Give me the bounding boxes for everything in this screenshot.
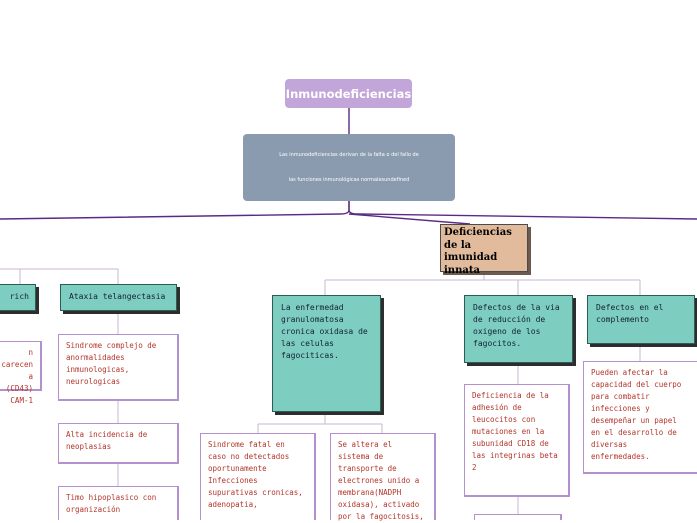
ataxia-leaf-2-text: Alta incidencia de neoplasias <box>66 430 148 451</box>
description-node[interactable]: Las inmunodeficiencias derivan de la fal… <box>243 134 455 201</box>
reduccion-leaf-2[interactable] <box>474 514 562 520</box>
ataxia-leaf-1-text: Sindrome complejo de anormalidades inmun… <box>66 341 157 386</box>
granulomatosa-leaf-1-text: Sindrome fatal en caso no detectados opo… <box>208 440 303 509</box>
reduccion-node[interactable]: Defectos de la via de reducción de oxige… <box>464 295 573 363</box>
granulomatosa-leaf-1[interactable]: Sindrome fatal en caso no detectados opo… <box>200 433 316 520</box>
granulomatosa-leaf-2-text: Se altera el sistema de transporte de el… <box>338 440 424 521</box>
left-partial-text: n carecen a (CD43) CAM-1 <box>1 348 33 405</box>
reduccion-leaf-1[interactable]: Deficiencia de la adhesión de leucocitos… <box>464 384 570 497</box>
granulomatosa-leaf-2[interactable]: Se altera el sistema de transporte de el… <box>330 433 436 521</box>
ataxia-leaf-2[interactable]: Alta incidencia de neoplasias <box>58 423 179 464</box>
granulomatosa-label: La enfermedad granulomatosa cronica oxid… <box>281 303 368 360</box>
innate-immunity-title: Deficiencias de la imunidad innata <box>444 227 512 276</box>
innate-immunity-branch[interactable]: Deficiencias de la imunidad innata <box>440 224 528 276</box>
wiskott-node[interactable]: rich <box>0 284 36 311</box>
ataxia-leaf-1[interactable]: Sindrome complejo de anormalidades inmun… <box>58 334 179 401</box>
reduccion-label: Defectos de la via de reducción de oxige… <box>473 303 560 348</box>
root-topic[interactable]: Inmunodeficiencias <box>285 79 412 108</box>
ataxia-node[interactable]: Ataxia telangectasia <box>60 284 177 311</box>
left-partial-leaf[interactable]: n carecen a (CD43) CAM-1 <box>0 341 42 405</box>
reduccion-leaf-1-text: Deficiencia de la adhesión de leucocitos… <box>472 391 558 472</box>
wiskott-label: rich <box>9 292 29 301</box>
complemento-leaf-1[interactable]: Pueden afectar la capacidad del cuerpo p… <box>583 361 697 474</box>
description-line-1: Las inmunodeficiencias derivan de la fal… <box>279 152 419 158</box>
granulomatosa-node[interactable]: La enfermedad granulomatosa cronica oxid… <box>272 295 381 412</box>
root-title: Inmunodeficiencias <box>285 86 412 101</box>
description-line-2: las funciones inmunológicas normalesunde… <box>288 177 410 183</box>
ataxia-leaf-3-text: Timo hipoplasico con organización <box>66 493 157 514</box>
complemento-leaf-1-text: Pueden afectar la capacidad del cuerpo p… <box>591 368 682 461</box>
complemento-node[interactable]: Defectos en el complemento <box>587 295 695 344</box>
ataxia-leaf-3[interactable]: Timo hipoplasico con organización <box>58 486 179 520</box>
complemento-label: Defectos en el complemento <box>596 303 664 324</box>
ataxia-label: Ataxia telangectasia <box>69 292 166 301</box>
